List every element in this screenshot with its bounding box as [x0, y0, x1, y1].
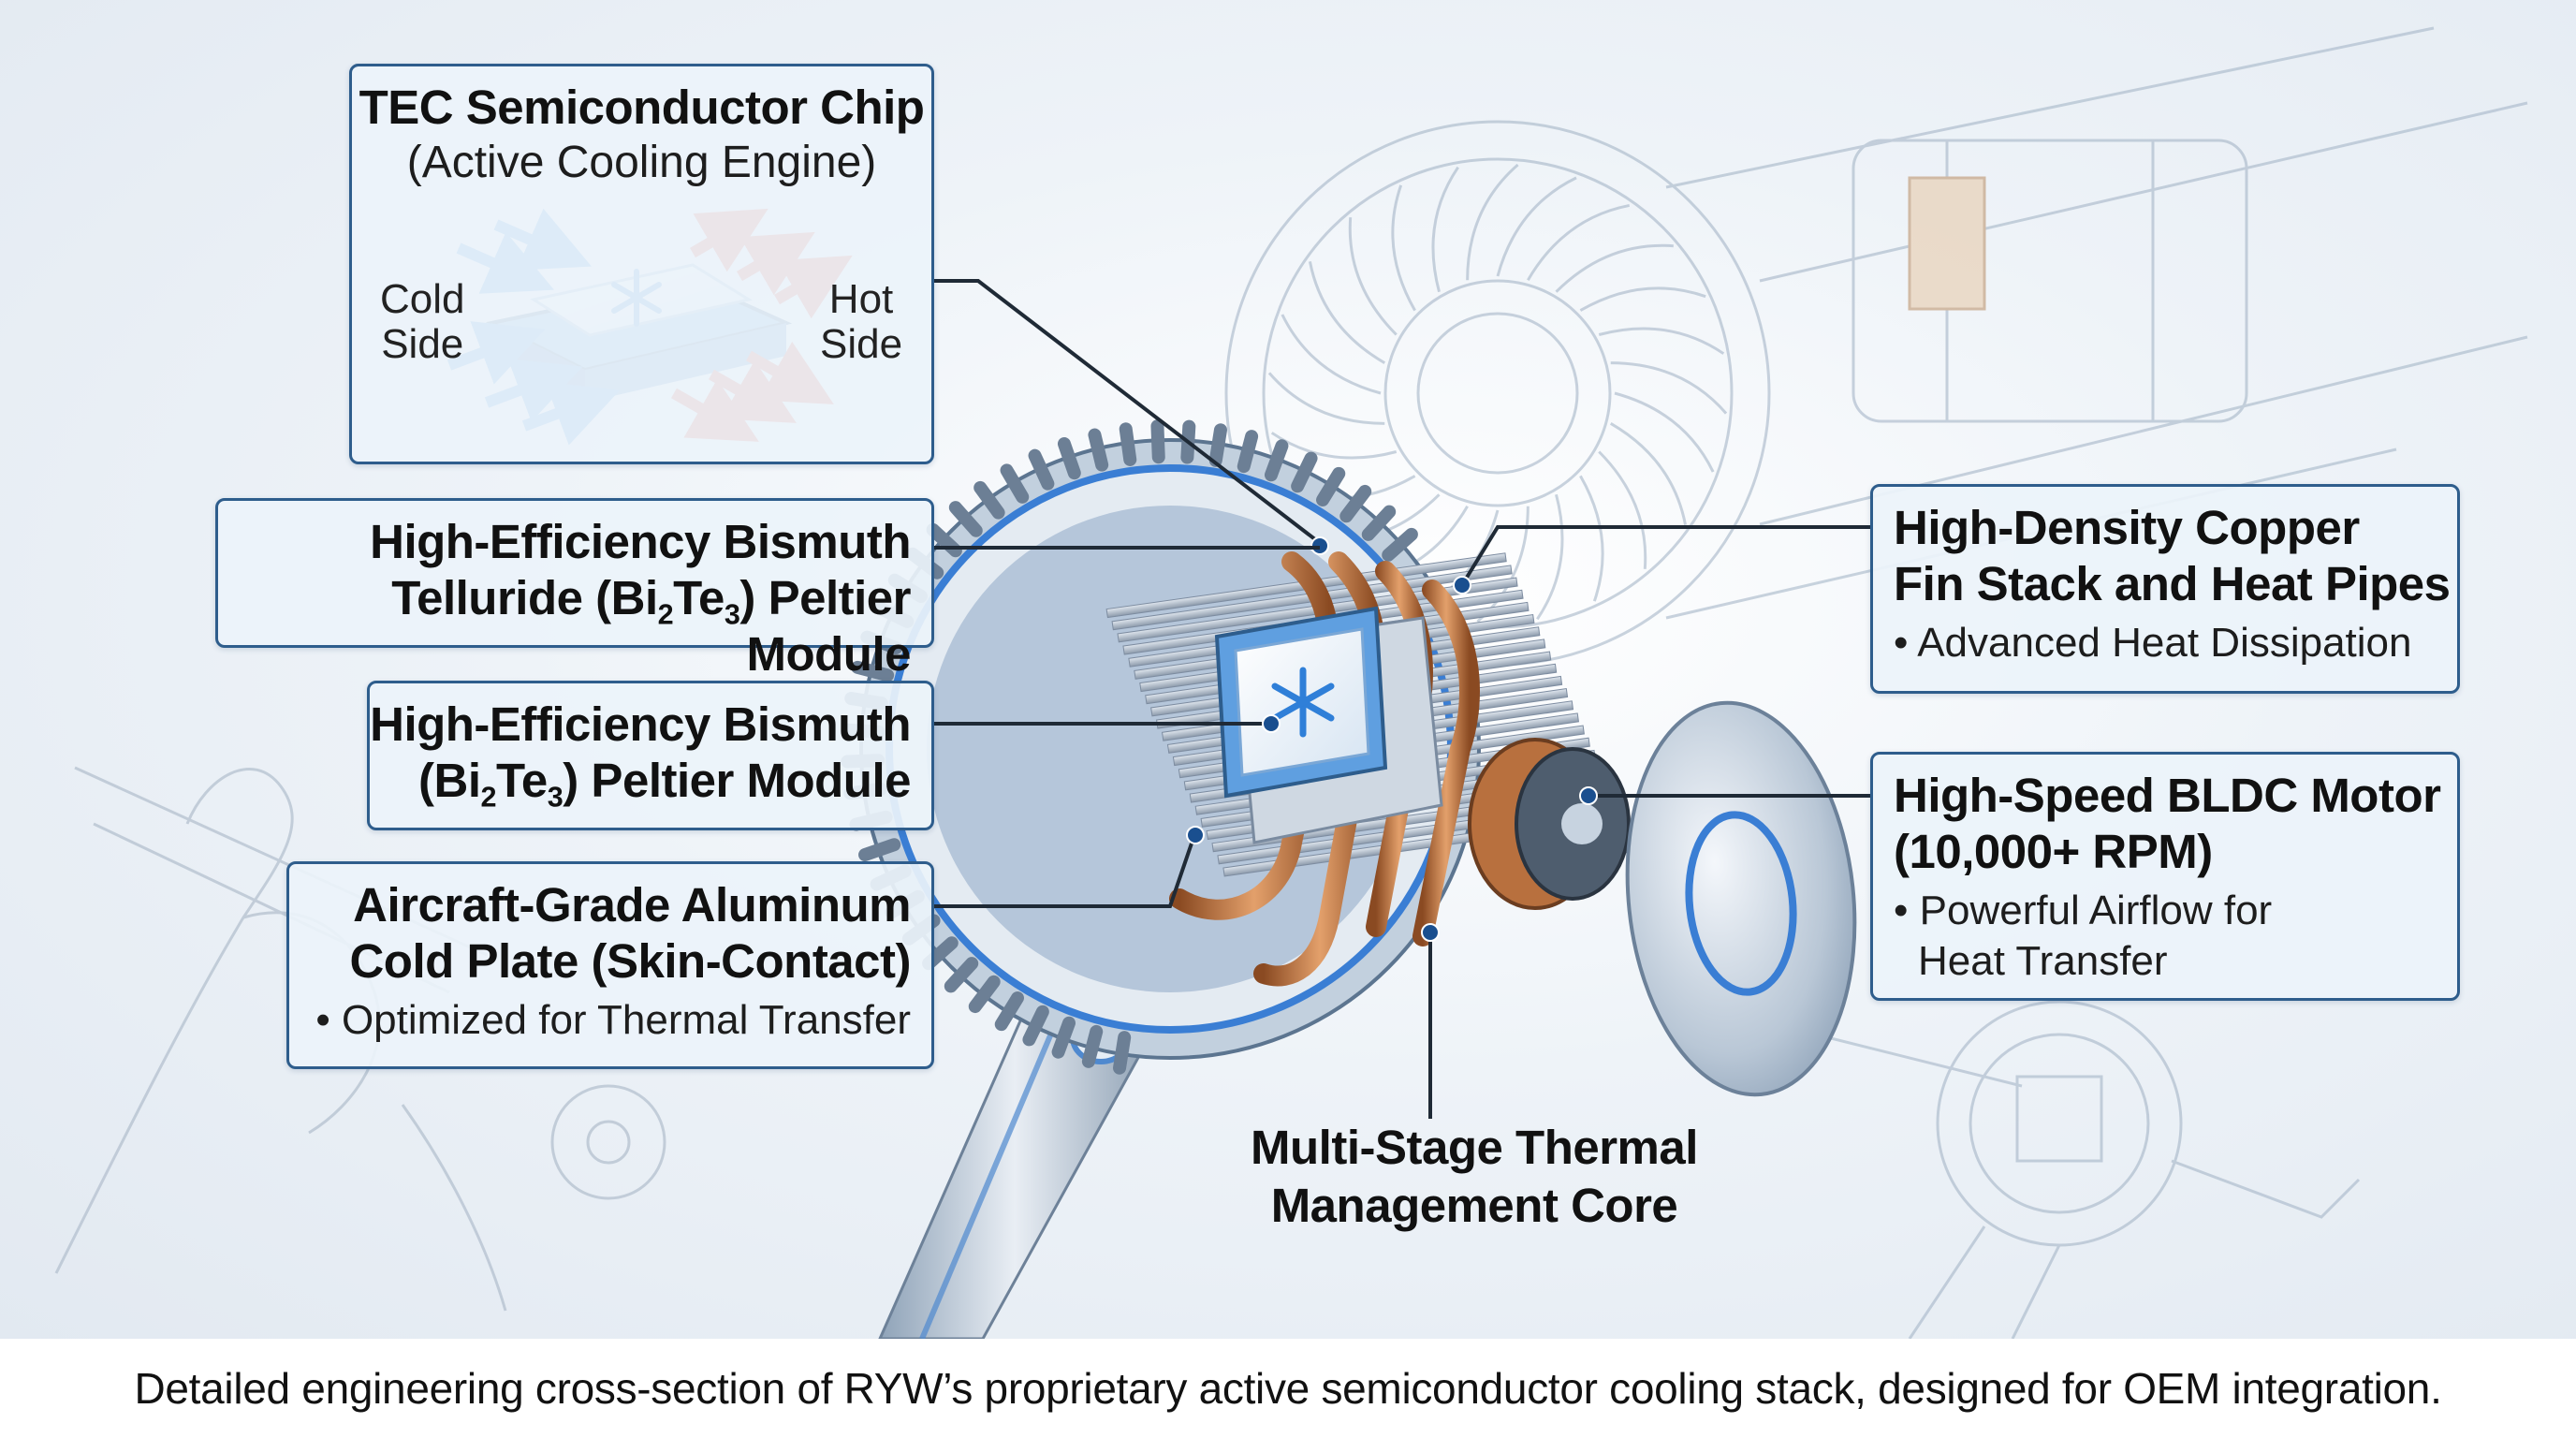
cold-side-line1: Cold — [380, 276, 465, 322]
turbine-blade — [1270, 432, 1398, 460]
diagram-stage: TEC Semiconductor Chip (Active Cooling E… — [0, 0, 2576, 1339]
cold-plate-callout: Aircraft-Grade Aluminum Cold Plate (Skin… — [286, 861, 934, 1069]
turbine-blade — [1610, 361, 1728, 415]
housing-tooth — [1051, 1016, 1076, 1059]
bldc-motor-line1: High-Speed BLDC Motor — [1894, 769, 2441, 822]
peltier-2-line2: (Bi2Te3) Peltier Module — [418, 754, 911, 814]
housing-tooth — [858, 838, 901, 862]
housing-tooth — [1237, 430, 1259, 474]
copper-fins-callout: High-Density Copper Fin Stack and Heat P… — [1870, 484, 2460, 694]
peltier-module-callout-2: High-Efficiency Bismuth (Bi2Te3) Peltier… — [367, 681, 934, 830]
turbine-blade — [1527, 203, 1630, 282]
housing-tooth — [968, 975, 1001, 1014]
tec-chip-callout: TEC Semiconductor Chip (Active Cooling E… — [349, 64, 934, 464]
housing-tooth — [1361, 505, 1397, 541]
bldc-motor-callout: High-Speed BLDC Motor (10,000+ RPM) • Po… — [1870, 752, 2460, 1001]
device-illustration — [54, 26, 2528, 1339]
housing-tooth — [1150, 419, 1165, 464]
copper-fins-bullet: • Advanced Heat Dissipation — [1894, 620, 2412, 666]
peltier-chip-assembly — [1214, 606, 1443, 844]
cold-side-line2: Side — [381, 321, 464, 367]
turbine-blade — [1308, 261, 1386, 364]
core-label-line1: Multi-Stage Thermal — [1251, 1121, 1698, 1174]
snowflake-icon — [1271, 667, 1335, 738]
cold-plate-disc — [1625, 700, 1857, 1097]
leader-lines — [931, 279, 1872, 1119]
tec-chip-subtitle: (Active Cooling Engine) — [406, 138, 877, 187]
housing-tooth — [944, 957, 979, 993]
turbine-blade — [1555, 243, 1674, 293]
cold-plate-line1: Aircraft-Grade Aluminum — [353, 878, 911, 932]
turbine-blade — [1281, 314, 1382, 395]
cold-plate-line2: Cold Plate (Skin-Contact) — [349, 934, 911, 988]
core-label: Multi-Stage Thermal Management Core — [1208, 1119, 1741, 1235]
housing-tooth — [1088, 428, 1109, 472]
hot-side-line1: Hot — [828, 276, 894, 322]
bldc-motor-bullet-1: • Powerful Airflow for — [1894, 888, 2273, 933]
turbine-blade — [1536, 493, 1564, 621]
copper-fins-line2: Fin Stack and Heat Pipes — [1894, 557, 2451, 610]
turbine-blade — [1598, 327, 1725, 355]
housing-tooth — [973, 480, 1005, 520]
tec-chip-title: TEC Semiconductor Chip — [359, 81, 925, 134]
housing-tooth — [1119, 422, 1137, 466]
background-device-sketch — [1796, 1000, 2361, 1339]
housing-tooth — [1081, 1024, 1104, 1068]
hot-side-line2: Side — [820, 321, 903, 367]
turbine-blade — [1348, 217, 1398, 336]
housing-tooth — [1022, 1005, 1049, 1047]
hot-side-label: Hot Side — [820, 277, 902, 367]
turbine-blade — [1391, 184, 1416, 312]
cold-side-label: Cold Side — [380, 277, 465, 367]
housing-tooth — [1339, 484, 1372, 523]
peltier-2-line1: High-Efficiency Bismuth — [370, 697, 911, 751]
cold-plate-bullet: • Optimized for Thermal Transfer — [315, 997, 911, 1043]
bldc-motor-line2: (10,000+ RPM) — [1894, 825, 2213, 878]
turbine-blade — [1267, 372, 1385, 425]
turbine-blade — [1614, 391, 1715, 473]
peltier-1-line1: High-Efficiency Bismuth — [370, 515, 911, 568]
bldc-motor-bullet-2: Heat Transfer — [1918, 938, 2168, 984]
housing-tooth — [948, 501, 983, 537]
housing-tooth — [1316, 466, 1346, 506]
turbine-blade — [1431, 166, 1459, 293]
turbine-blade — [1598, 450, 1647, 569]
housing-tooth — [1264, 439, 1289, 482]
copper-fins-line1: High-Density Copper — [1894, 501, 2360, 554]
housing-tooth — [1291, 451, 1318, 493]
housing-tooth — [851, 660, 895, 682]
housing-tooth — [1057, 437, 1081, 480]
housing-tooth — [1208, 423, 1227, 467]
turbine-blade — [1466, 163, 1519, 281]
turbine-blade — [1496, 176, 1577, 277]
turbine-blade — [1609, 422, 1688, 525]
turbine-blade — [1579, 475, 1604, 602]
housing-tooth — [994, 991, 1024, 1032]
caption: Detailed engineering cross-section of RY… — [0, 1339, 2576, 1438]
housing-tooth — [1382, 527, 1418, 562]
core-label-line2: Management Core — [1270, 1179, 1678, 1232]
housing-tooth — [1000, 463, 1030, 504]
peltier-module-callout-1: High-Efficiency Bismuth Telluride (Bi2Te… — [215, 498, 934, 681]
housing-tooth — [1113, 1031, 1132, 1075]
peltier-1-line2: Telluride (Bi2Te3) Peltier Module — [391, 571, 911, 681]
housing-tooth — [1028, 448, 1055, 491]
bldc-motor — [1468, 738, 1631, 910]
turbine-blade — [1579, 286, 1706, 312]
